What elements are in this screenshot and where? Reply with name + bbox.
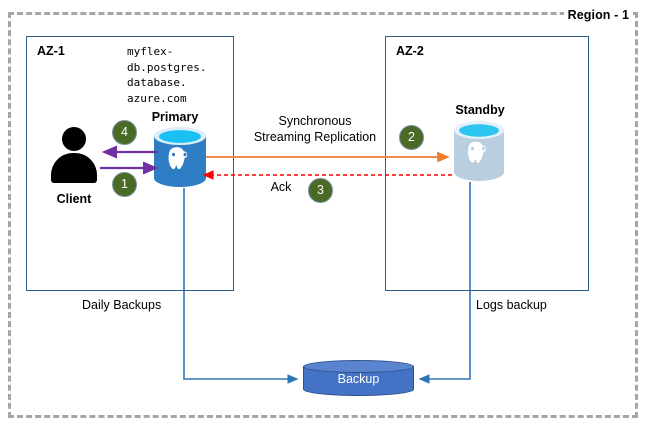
step-badge-4: 4 — [112, 120, 137, 145]
replication-label-line1: Synchronous — [278, 114, 352, 128]
step-badge-3: 3 — [308, 178, 333, 203]
backup-cylinder-top — [303, 360, 414, 373]
postgres-database-icon-primary — [152, 126, 208, 188]
user-head-shape — [62, 127, 86, 151]
postgres-database-icon-standby — [452, 120, 506, 182]
az1-title: AZ-1 — [37, 44, 65, 58]
user-icon — [50, 127, 98, 187]
replication-label: Synchronous Streaming Replication — [245, 113, 385, 145]
replication-label-line2: Streaming Replication — [253, 130, 377, 144]
endpoint-hostname: myflex- db.postgres. database. azure.com — [127, 45, 207, 105]
region-boundary — [8, 12, 638, 418]
backup-storage-icon: Backup — [303, 360, 414, 399]
region-label: Region - 1 — [563, 8, 633, 22]
primary-label: Primary — [151, 110, 199, 124]
az2-title: AZ-2 — [396, 44, 424, 58]
daily-backups-label: Daily Backups — [82, 298, 162, 312]
step-badge-1: 1 — [112, 172, 137, 197]
user-body-shape — [51, 153, 97, 183]
client-label: Client — [56, 192, 92, 206]
ack-label: Ack — [270, 180, 292, 194]
standby-label: Standby — [455, 103, 505, 117]
logs-backup-label: Logs backup — [476, 298, 547, 312]
backup-label: Backup — [337, 372, 380, 386]
step-badge-2: 2 — [399, 125, 424, 150]
